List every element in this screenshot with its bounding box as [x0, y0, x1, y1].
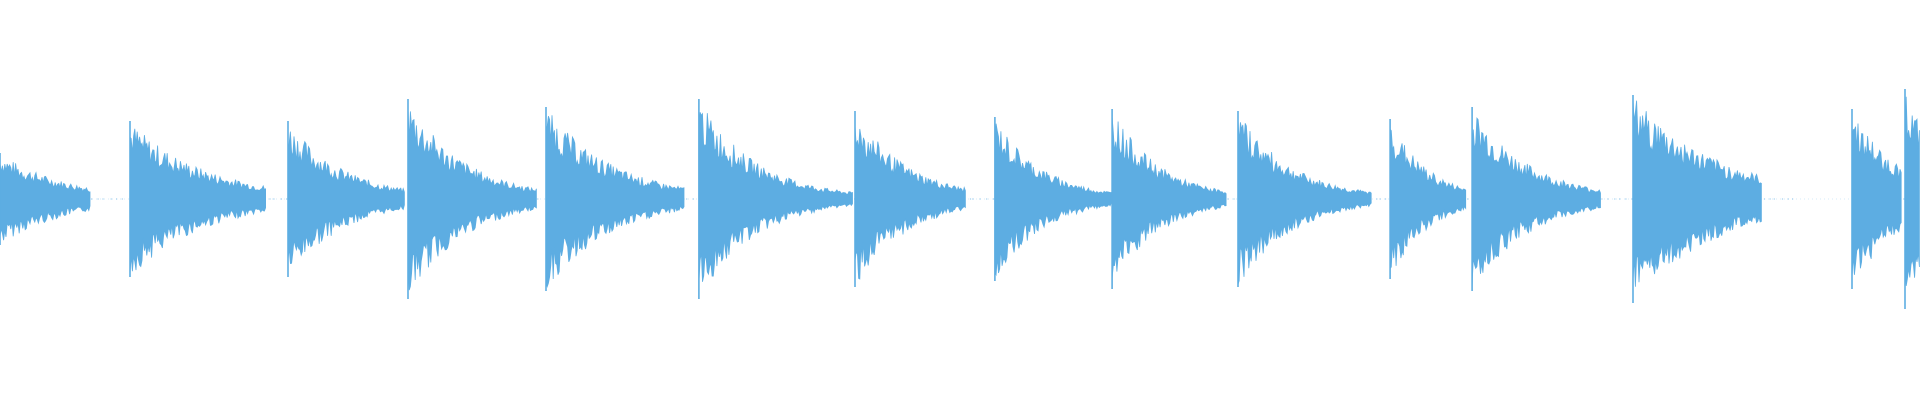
waveform-tail-sample	[102, 198, 104, 200]
waveform-tail-sample	[1601, 198, 1603, 200]
waveform-tail-sample	[1631, 198, 1633, 200]
waveform-tail-sample	[1384, 198, 1387, 200]
waveform-envelope	[1237, 118, 1372, 285]
waveform-hit	[1632, 95, 1794, 303]
waveform-envelope	[287, 131, 405, 264]
waveform-tail-sample	[1379, 198, 1381, 200]
waveform-tail-sample	[1376, 198, 1378, 200]
waveform-tail-sample	[537, 198, 539, 200]
waveform-envelope	[1111, 117, 1227, 279]
waveform-tail-sample	[979, 198, 981, 200]
waveform-envelope	[545, 115, 685, 288]
waveform-tail-sample	[993, 198, 995, 200]
waveform-tail-sample	[1467, 198, 1469, 200]
waveform-tail-sample	[1781, 198, 1784, 200]
waveform-tail-sample	[273, 198, 275, 200]
waveform-envelope	[1471, 117, 1601, 286]
waveform-envelope	[1904, 96, 1920, 286]
waveform-tail-sample	[110, 198, 112, 200]
waveform-tail-sample	[269, 198, 271, 200]
waveform-tail-sample	[1763, 198, 1766, 200]
waveform-tail-sample	[1773, 198, 1775, 200]
waveform-hit	[0, 153, 123, 245]
waveform-envelope	[698, 112, 853, 283]
waveform-tail-sample	[686, 198, 688, 200]
waveform-envelope	[1632, 99, 1762, 287]
waveform-tail-sample	[1769, 198, 1771, 200]
waveform-hit	[1851, 109, 1916, 289]
waveform-tail-sample	[972, 198, 974, 200]
waveform-tail-sample	[969, 198, 972, 200]
waveform-hit	[854, 111, 1002, 287]
waveform-envelope	[1389, 128, 1467, 270]
waveform-tail-sample	[91, 198, 93, 200]
waveform-tail-sample	[1614, 198, 1616, 200]
waveform-tail-sample	[1625, 198, 1627, 200]
waveform-tail-sample	[1619, 198, 1621, 200]
waveform-hit	[545, 107, 719, 291]
waveform-tail-sample	[1607, 198, 1609, 200]
waveform-tail-sample	[1903, 198, 1905, 200]
waveform-envelope	[854, 125, 966, 280]
waveform-envelope	[407, 107, 537, 291]
waveform-hit	[1389, 119, 1501, 279]
waveform-tail-sample	[1233, 198, 1235, 200]
waveform-tail-sample	[692, 198, 694, 200]
waveform-tail-sample	[1787, 198, 1789, 200]
waveform-tail-sample	[986, 198, 988, 200]
waveform-envelope	[129, 128, 266, 274]
waveform-tail-sample	[121, 198, 123, 200]
waveform-hit	[1237, 111, 1406, 287]
waveform-tail-sample	[97, 198, 99, 200]
waveform-tail-sample	[1227, 198, 1229, 200]
waveform-envelope	[0, 162, 91, 241]
waveform-tail-sample	[1792, 198, 1794, 200]
waveform-envelope	[994, 123, 1112, 277]
waveform-tail-sample	[116, 198, 118, 200]
waveform-hit	[129, 121, 301, 277]
waveform-tail-sample	[286, 198, 288, 200]
waveform-hit	[1471, 107, 1633, 291]
waveform-tail-sample	[280, 198, 282, 200]
waveform-envelope	[1851, 123, 1902, 278]
waveform-hit	[1904, 89, 1920, 309]
